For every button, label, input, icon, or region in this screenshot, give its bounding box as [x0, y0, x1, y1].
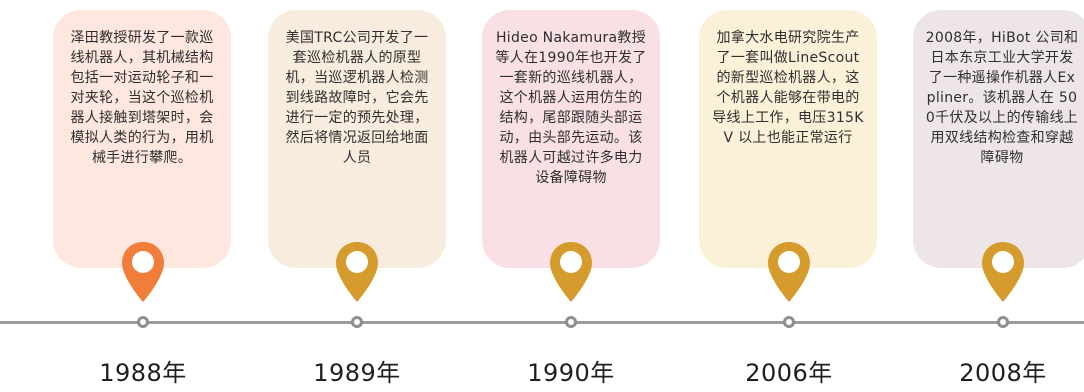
timeline-marker-2006 [783, 316, 795, 328]
year-label-2008: 2008年 [959, 359, 1047, 387]
event-card-2008: 2008年，HiBot 公司和日本东京工业大学开发了一种遥操作机器人Explin… [913, 10, 1084, 268]
timeline-marker-1989 [351, 316, 363, 328]
year-label-1989: 1989年 [313, 359, 401, 387]
map-pin-icon [122, 242, 164, 302]
event-card-2006: 加拿大水电研究院生产了一套叫做LineScout的新型巡检机器人，这个机器人能够… [699, 10, 877, 268]
event-text-1990: Hideo Nakamura教授等人在1990年也开发了一套新的巡线机器人，这个… [495, 30, 647, 186]
event-card-1988: 泽田教授研发了一款巡线机器人，其机械结构包括一对运动轮子和一对夹轮，当这个巡检机… [53, 10, 231, 268]
map-pin-icon [336, 242, 378, 302]
event-text-2006: 加拿大水电研究院生产了一套叫做LineScout的新型巡检机器人，这个机器人能够… [712, 30, 864, 146]
timeline-marker-1988 [137, 316, 149, 328]
timeline-marker-2008 [997, 316, 1009, 328]
event-card-1990: Hideo Nakamura教授等人在1990年也开发了一套新的巡线机器人，这个… [482, 10, 660, 268]
timeline-marker-1990 [565, 316, 577, 328]
year-label-2006: 2006年 [745, 359, 833, 387]
event-text-2008: 2008年，HiBot 公司和日本东京工业大学开发了一种遥操作机器人Explin… [925, 30, 1079, 166]
map-pin-icon [982, 242, 1024, 302]
event-card-1989: 美国TRC公司开发了一套巡检机器人的原型机，当巡逻机器人检测到线路故障时，它会先… [268, 10, 446, 268]
year-label-1990: 1990年 [527, 359, 615, 387]
timeline-axis [0, 321, 1084, 324]
event-text-1988: 泽田教授研发了一款巡线机器人，其机械结构包括一对运动轮子和一对夹轮，当这个巡检机… [70, 30, 214, 166]
map-pin-icon [550, 242, 592, 302]
event-text-1989: 美国TRC公司开发了一套巡检机器人的原型机，当巡逻机器人检测到线路故障时，它会先… [285, 30, 429, 166]
map-pin-icon [768, 242, 810, 302]
year-label-1988: 1988年 [99, 359, 187, 387]
